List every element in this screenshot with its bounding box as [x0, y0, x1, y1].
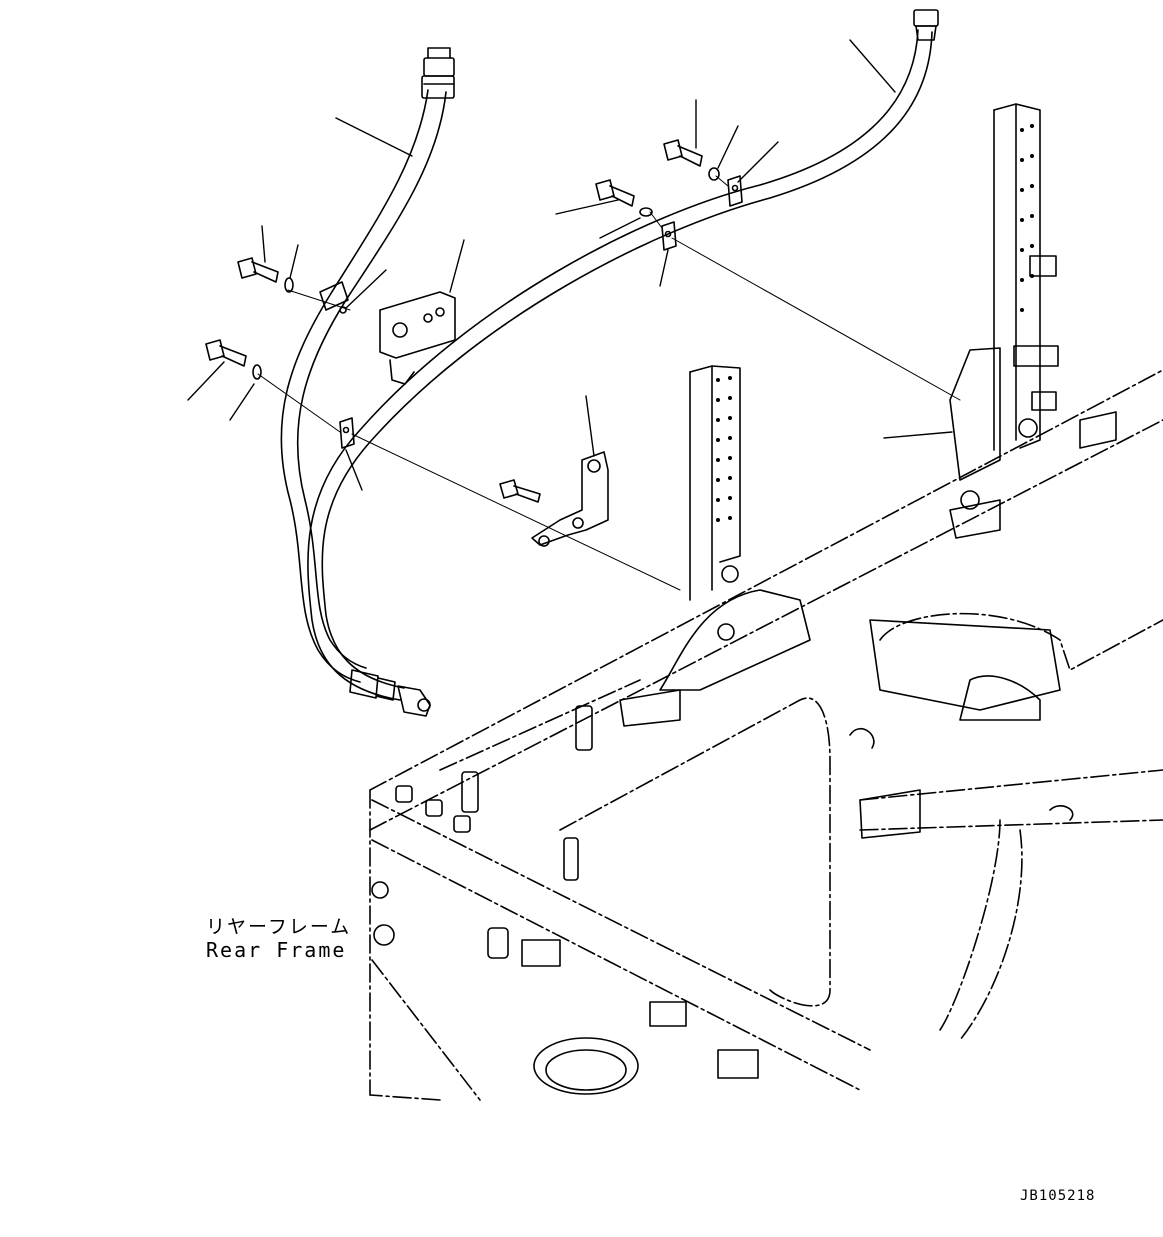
clamp-middle — [661, 221, 677, 251]
bracket-lower — [531, 451, 609, 547]
bolt-3 — [595, 179, 653, 217]
bolt-2 — [205, 339, 262, 380]
assembly-lines — [257, 175, 961, 591]
stand-left — [619, 365, 811, 727]
frame-details — [371, 619, 1074, 1095]
bolt-1 — [237, 257, 294, 293]
leader-lines — [187, 39, 953, 491]
drawing-number: JB105218 — [1020, 1188, 1096, 1204]
clamp-upper-left — [319, 281, 349, 314]
clamp-right — [727, 175, 743, 207]
bracket-upper — [379, 291, 456, 385]
hose-left — [280, 47, 455, 701]
clamp-lower-left — [339, 417, 355, 449]
rear-frame — [369, 369, 1163, 1101]
bolt-5 — [499, 479, 541, 503]
bolt-4 — [663, 139, 720, 181]
hose-right — [307, 9, 939, 717]
rear-frame-label-english: Rear Frame — [206, 938, 347, 962]
stand-right — [949, 103, 1117, 539]
rear-frame-label-japanese: リヤーフレーム — [206, 916, 352, 938]
